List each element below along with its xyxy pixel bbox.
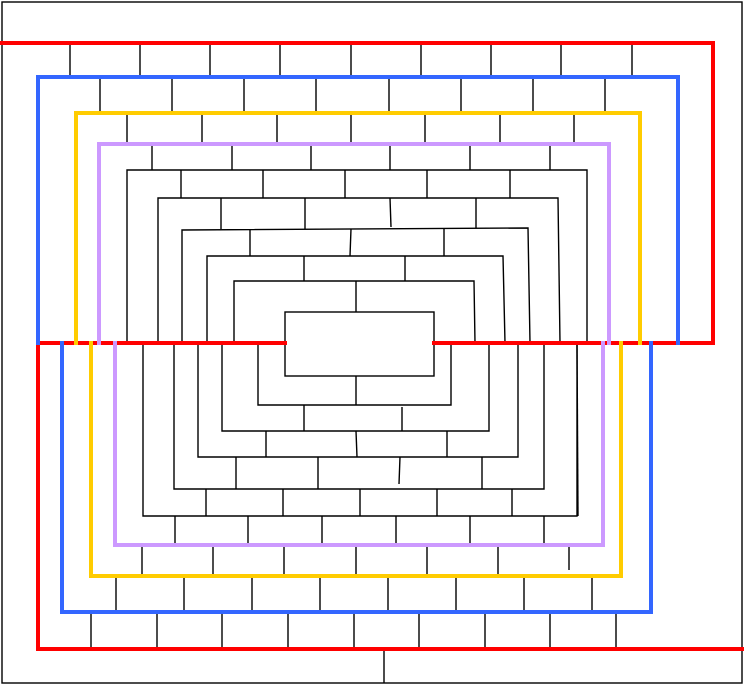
- lower-nested-rings: [142, 342, 579, 517]
- colored-paths: [0, 41, 744, 651]
- red-path-lower: [36, 341, 744, 651]
- red-path: [0, 41, 715, 345]
- upper-rungs: [69, 44, 633, 170]
- purple-path-lower: [113, 341, 605, 547]
- upper-nested-rings: [126, 169, 588, 344]
- center-box: [284, 311, 435, 377]
- yellow-path: [74, 111, 642, 345]
- lower-rungs: [90, 516, 617, 683]
- blue-path: [36, 75, 680, 345]
- purple-path: [97, 142, 611, 345]
- yellow-path-lower: [89, 341, 623, 578]
- blue-path-lower: [60, 341, 653, 614]
